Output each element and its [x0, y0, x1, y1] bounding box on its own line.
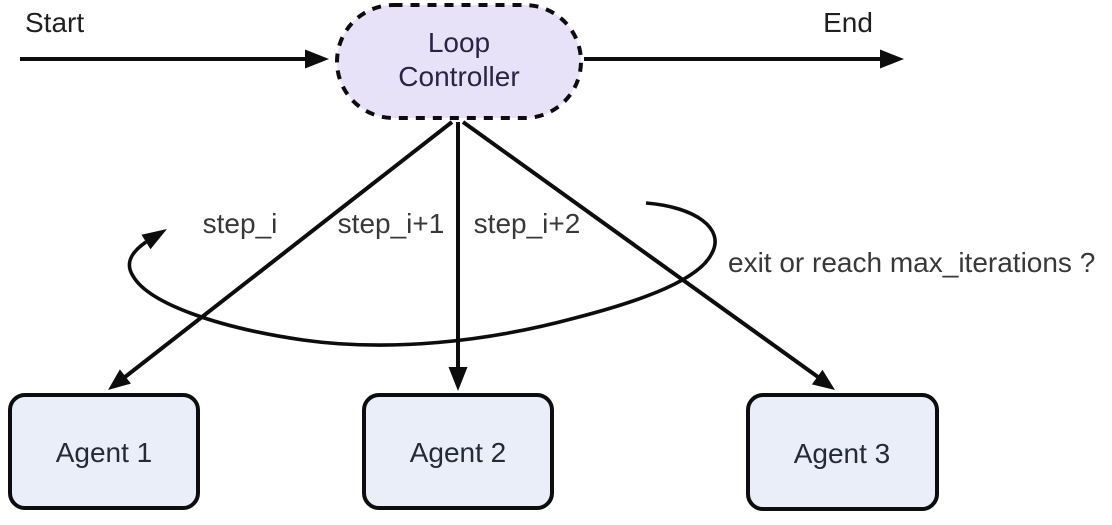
- edge-label-step-i1: step_i+1: [338, 208, 445, 239]
- loop-controller-label-line1: Loop: [428, 27, 490, 58]
- edge-controller-to-end: [584, 49, 904, 69]
- edge-start-to-controller: [20, 49, 329, 69]
- agent-3-label: Agent 3: [794, 438, 891, 469]
- loop-back-arc: [127, 201, 717, 347]
- start-label: Start: [25, 7, 84, 38]
- agent-2-label: Agent 2: [410, 437, 507, 468]
- node-agent-3: Agent 3: [746, 393, 939, 511]
- agent-1-shape: [8, 393, 200, 510]
- edge-label-step-i2: step_i+2: [474, 208, 581, 239]
- loop-controller-label-line2: Controller: [398, 61, 519, 92]
- edge-controller-to-agent2: [448, 122, 468, 391]
- node-agent-1: Agent 1: [8, 393, 200, 510]
- agent-3-shape: [746, 393, 939, 511]
- agent-1-label: Agent 1: [56, 437, 153, 468]
- loop-condition-label: exit or reach max_iterations ?: [728, 247, 1095, 278]
- loop-controller-shape: [335, 3, 583, 120]
- node-agent-2: Agent 2: [362, 393, 554, 510]
- end-label: End: [823, 7, 873, 38]
- node-loop-controller: Loop Controller: [335, 3, 583, 120]
- edge-controller-to-agent1: [108, 120, 454, 390]
- edge-label-step-i: step_i: [203, 208, 278, 239]
- edge-controller-to-agent3: [461, 120, 835, 390]
- agent-2-shape: [362, 393, 554, 510]
